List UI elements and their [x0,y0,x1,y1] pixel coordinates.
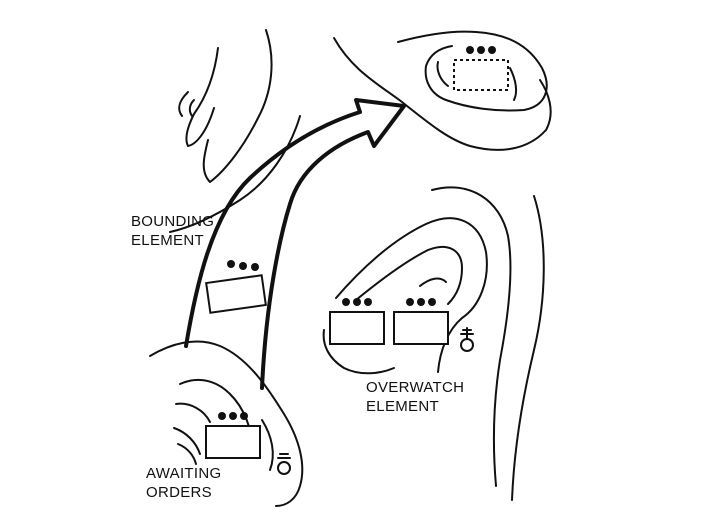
terrain-contour-topleft-ridge [185,47,219,147]
objective-unit-dashed-icon [453,59,509,91]
terrain-contour-topleft-small [178,91,195,117]
terrain-contour-right-small [419,277,447,287]
terrain-contour-left-long [169,115,301,233]
leader-position-icon [460,327,474,352]
terrain-contour-right-outer [431,186,512,487]
overwatch-unit-right-box [393,311,449,345]
platoon-unit-symbol-icon [466,46,496,54]
terrain-contour-bottom-hill [149,340,304,507]
overwatch-unit-left [329,298,385,345]
platoon-unit-symbol-icon [218,412,248,420]
label-line: BOUNDING [131,213,215,230]
terrain-contour-right-far [511,195,545,501]
awaiting-unit [205,412,261,459]
terrain-contour-objective-lip [436,61,449,87]
bounding-unit-box [205,274,267,314]
awaiting-unit-box [205,425,261,459]
terrain-contour-objective-right [509,67,518,101]
objective-unit [453,46,509,91]
platoon-unit-symbol-icon [227,260,259,271]
label-awaiting-orders: AWAITING ORDERS [146,464,221,502]
label-line: ELEMENT [366,398,439,415]
platoon-unit-symbol-icon [342,298,372,306]
label-overwatch-element: OVERWATCH ELEMENT [366,378,464,416]
overwatch-unit-left-box [329,311,385,345]
overwatch-unit-right [393,298,449,345]
terrain-contour-bottom-side [261,419,274,471]
terrain-contour-right-low [322,329,395,375]
label-bounding-element: BOUNDING ELEMENT [131,212,214,250]
label-line: OVERWATCH [366,379,465,396]
terrain-contour-bottom-left [173,427,201,465]
bounding-unit [205,260,267,314]
terrain-contour-bottom-ledge [175,402,211,423]
terrain-contour-topleft-outer [202,29,273,183]
label-line: ORDERS [146,484,212,501]
movement-arrow-icon [184,98,406,390]
terrain-contour-objective-outer [333,37,552,151]
label-line: ELEMENT [131,232,204,249]
label-line: AWAITING [146,465,222,482]
terrain-contour-objective-inner [397,30,548,112]
terrain-contour-right-mid [335,217,488,373]
leader-position-icon [277,453,291,475]
terrain-contour-right-inner [355,245,463,305]
platoon-unit-symbol-icon [406,298,436,306]
